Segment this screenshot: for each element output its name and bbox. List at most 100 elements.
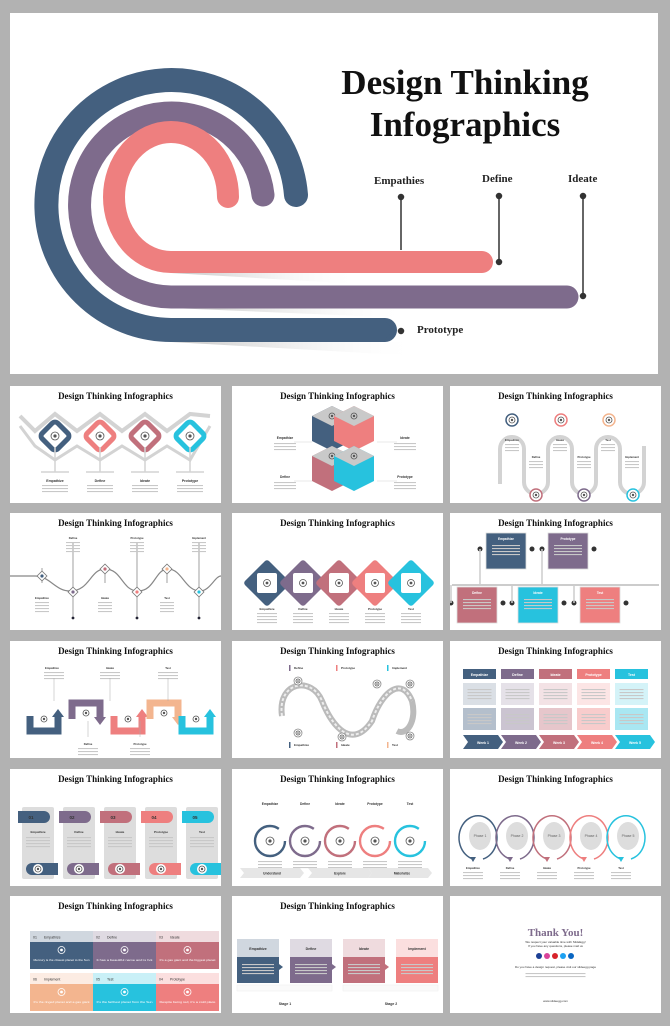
step-label: Define [306,947,317,951]
placeholder-text [463,608,491,610]
slide-thumbnail-16[interactable]: Thank You!We respect your valuable time … [450,896,661,1013]
placeholder-text [100,672,120,674]
node [529,546,535,552]
placeholder-text [543,692,568,694]
website-link[interactable]: www.slideegg.com [543,999,568,1003]
placeholder-text [611,872,631,874]
placeholder-text [66,542,80,544]
placeholder-text [160,605,174,607]
step-icon-glyph [53,434,57,438]
step-icon-glyph [188,434,192,438]
placeholder-text [625,467,639,469]
week-arrow [539,735,579,749]
card-number-tab [182,811,214,823]
step-label: Test [199,830,205,834]
placeholder-text [158,675,178,677]
card-number-tab [59,811,91,823]
placeholder-text [177,488,203,490]
slide-title: Design Thinking Infographics [498,646,613,656]
instagram-icon[interactable] [544,953,550,959]
step-label: Ideate [116,830,125,834]
placeholder-text [348,970,380,972]
step-label: It's a gas giant and the biggest planet [160,958,216,962]
placeholder-text [529,461,543,463]
step-label: Prototype [182,479,198,483]
step-label: Define [512,673,523,677]
phase-arrow-head [470,857,476,862]
placeholder-text [44,672,64,674]
step-icon [263,579,271,587]
table-cell [539,708,572,730]
placeholder-text [586,602,614,604]
step-icon [350,412,358,420]
facebook-icon[interactable] [536,953,542,959]
slide-title: Design Thinking Infographics [58,518,173,528]
placeholder-text [190,846,214,848]
placeholder-text [467,720,492,722]
phase-circle [469,822,491,850]
placeholder-text [177,485,203,487]
grid-cell [30,942,93,969]
placeholder-text [543,695,568,697]
placeholder-text [132,488,158,490]
hero-slide[interactable]: Design Thinking Infographics Empathies D… [10,13,658,374]
placeholder-text [554,554,582,556]
step-icon [407,733,413,739]
placeholder-text [329,622,349,624]
placeholder-text [348,964,380,966]
hero-title-line1: Design Thinking [341,63,589,102]
purple-ring [68,101,579,309]
step-icon-glyph [352,414,356,418]
stage-header [396,939,438,957]
placeholder-text [581,698,606,700]
twitter-icon[interactable] [560,953,566,959]
placeholder-text [98,605,112,607]
step-icon-glyph [194,717,198,721]
placeholder-text [401,970,433,972]
placeholder-text [619,698,644,700]
placeholder-text [66,551,80,553]
step-icon [57,988,66,996]
stage-pointer [332,964,336,970]
placeholder-text [100,675,120,677]
step-icon [580,491,588,499]
serpentine-path [498,435,646,496]
step-label: Ideate [543,866,552,870]
placeholder-text [543,720,568,722]
step-label: Define [95,479,106,483]
youtube-icon[interactable] [552,953,558,959]
placeholder-text [257,613,277,615]
step-label: Empathize [471,673,489,677]
grid-header [156,931,219,942]
step-label: Empathize [466,866,480,870]
card-number-tab [100,811,132,823]
step-label: Define [506,866,515,870]
placeholder-text [500,878,520,880]
stage-bar [236,984,333,992]
placeholder-text [190,843,214,845]
step-icon-glyph [631,493,635,497]
placeholder-text [601,450,615,452]
linkedin-icon[interactable] [568,953,574,959]
step-icon-glyph [409,735,411,737]
step-label: Test [164,596,170,600]
step-icon-glyph [341,736,343,738]
grid-header [156,973,219,984]
step-label: Empathize [35,596,49,600]
step-icon-glyph [303,839,307,843]
